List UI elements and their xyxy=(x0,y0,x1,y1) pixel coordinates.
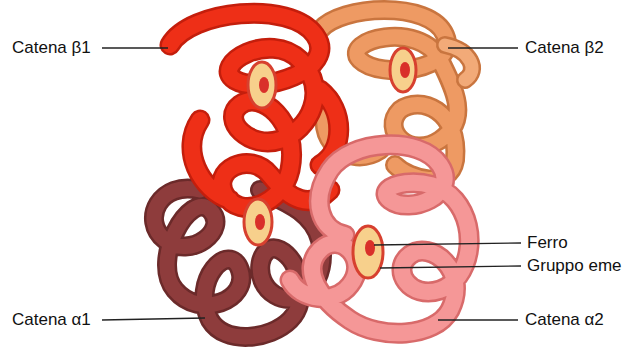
chain-label: Catena α2 xyxy=(525,310,604,330)
chain-label: Catena β1 xyxy=(12,38,91,58)
chain-label: Catena α1 xyxy=(12,310,91,330)
alpha2-chain xyxy=(290,145,469,333)
leader-lines xyxy=(102,48,521,320)
chain-label: Ferro xyxy=(527,233,568,253)
chain-label: Gruppo eme xyxy=(527,256,622,276)
chain-label: Catena β2 xyxy=(525,38,604,58)
heme-groups xyxy=(244,48,416,278)
beta1-chain xyxy=(170,13,339,207)
